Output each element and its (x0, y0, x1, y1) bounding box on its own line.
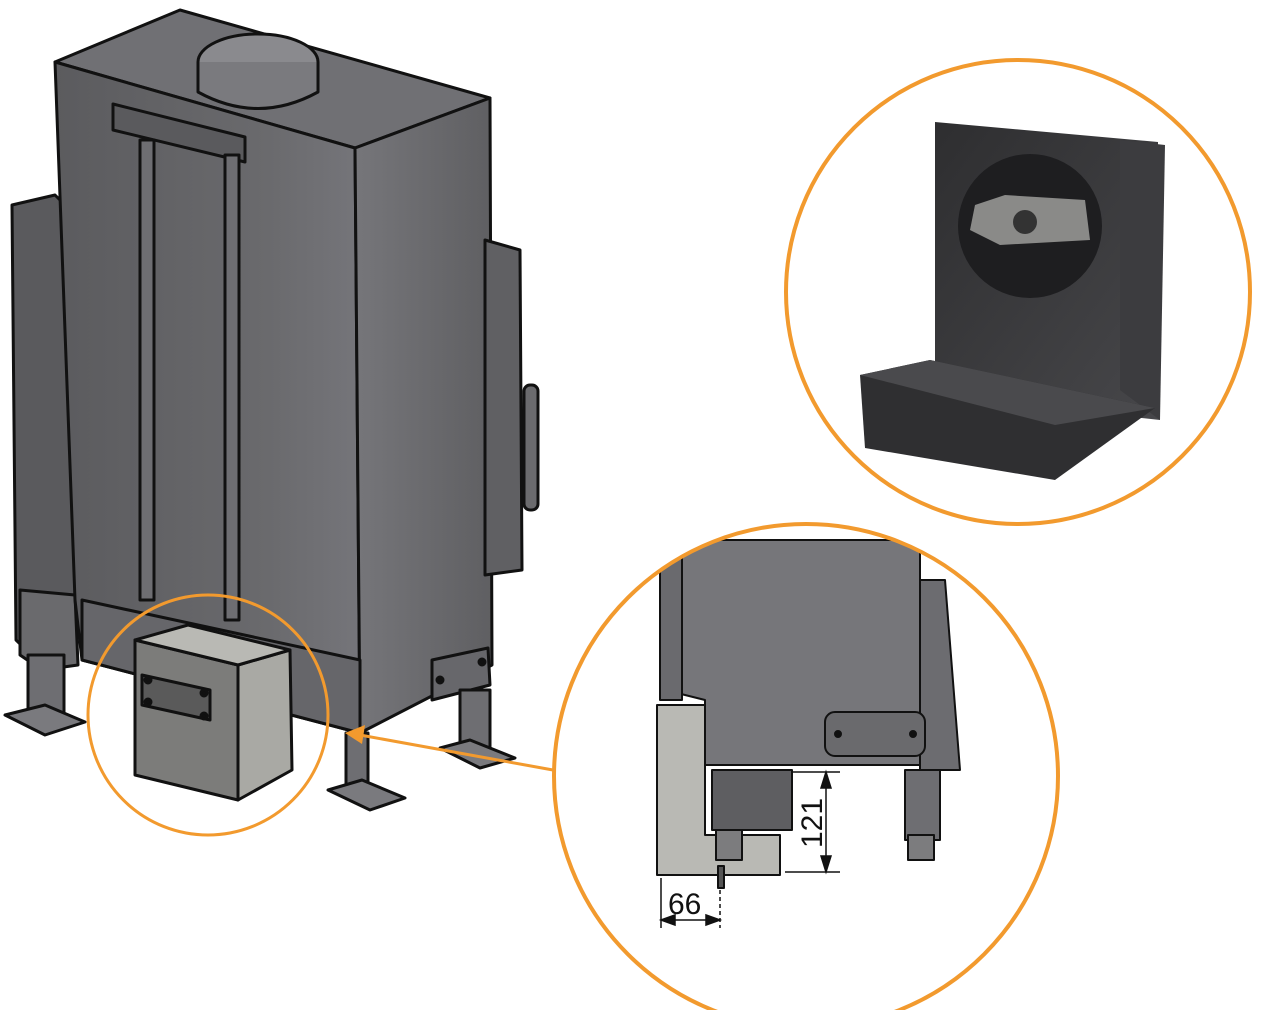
detail-leg-left (711, 769, 793, 831)
photo-callout-circle (784, 58, 1252, 526)
right-side-face (353, 96, 494, 735)
detail-arrow (345, 725, 554, 772)
leg-rear-right (458, 688, 492, 752)
bracket-side (236, 648, 294, 802)
detail-marker-circle (86, 593, 330, 837)
detail-side-panel (919, 579, 961, 771)
inspection-plate (430, 646, 492, 702)
bracket-photo-callout (784, 58, 1252, 526)
right-side-cladding (483, 238, 524, 577)
legs (3, 653, 517, 812)
dimension-detail-callout: 121 66 (552, 522, 1060, 1010)
side-handle (522, 383, 540, 512)
dimension-66-label: 66 (668, 888, 701, 921)
foot-front-left (3, 703, 87, 737)
dimension-66 (658, 878, 723, 928)
foot-rear-right (438, 738, 517, 770)
bracket-top (133, 623, 292, 667)
detail-bracket (656, 704, 781, 876)
flue-collar-body (196, 62, 320, 110)
detail-callout-circle (552, 522, 1060, 1010)
bracket-front (133, 638, 240, 802)
bracket-mount-plate (140, 673, 212, 722)
top-bracket (111, 102, 247, 164)
front-rail-left (138, 138, 156, 602)
detail-bolt-right (907, 834, 935, 861)
bracket-side-flange (1120, 140, 1165, 420)
detail-plate (824, 711, 926, 757)
dimension-121 (785, 769, 840, 875)
dimension-121-label: 121 (796, 798, 829, 848)
front-rail-right (223, 153, 241, 622)
fireplace-insert (3, 8, 540, 812)
detail-leg-right (904, 769, 941, 841)
foot-front-right (326, 778, 407, 812)
detail-bolt-left (715, 829, 743, 861)
